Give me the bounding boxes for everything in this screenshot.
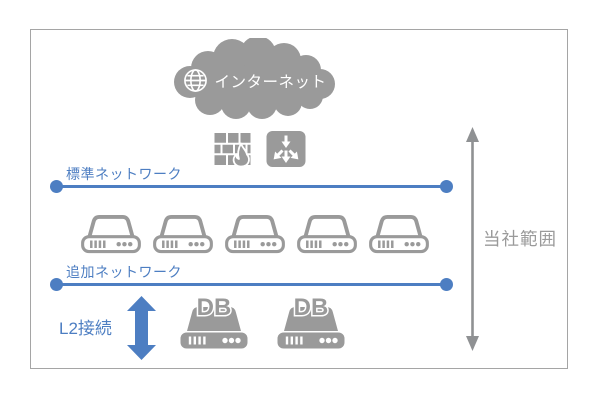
network-endpoint-dot [440,278,453,291]
globe-icon [184,69,208,92]
additional-network-line [50,278,453,291]
network-endpoint-dot [440,180,453,193]
company-scope-label: 当社範囲 [483,229,557,249]
cloud-icon [174,38,335,119]
l2-double-arrow-icon [127,296,156,360]
scope-double-arrow-icon [466,127,479,351]
standard-network-line [50,180,453,193]
l2-connection-label: L2接続 [59,319,112,338]
server-icon [224,204,286,254]
cloud-label: インターネット [214,73,327,91]
db-server-icon: DB [180,293,248,349]
network-endpoint-dot [50,278,63,291]
db-label: DB [294,294,329,321]
cloud-content: インターネット [172,38,338,120]
server-row [80,204,430,254]
db-server-icon: DB [277,293,345,349]
server-icon [296,204,358,254]
server-icon [368,204,430,254]
standard-network-label: 標準ネットワーク [66,166,182,182]
internet-cloud: インターネット [172,38,338,120]
server-icon [80,204,142,254]
firewall-icon [214,133,251,168]
server-icon [152,204,214,254]
load-balancer-icon [266,131,306,167]
network-endpoint-dot [50,180,63,193]
db-label: DB [197,294,232,321]
additional-network-label: 追加ネットワーク [66,264,182,280]
